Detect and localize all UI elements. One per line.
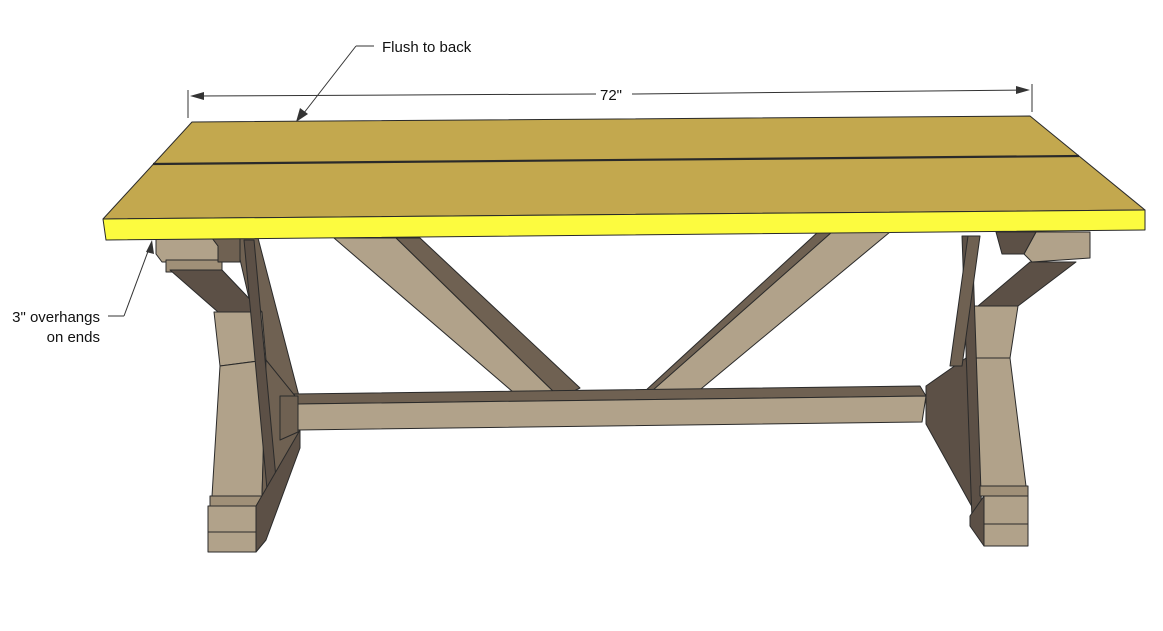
tabletop (102, 115, 1146, 241)
right-foot-cap (979, 485, 1029, 497)
diagonal-braces (333, 231, 891, 399)
flush-leader: Flush to back (296, 39, 472, 122)
left-top-block (155, 237, 219, 263)
right-leg-assembly (925, 231, 1091, 547)
right-upper-leg-dark (977, 261, 1077, 307)
right-diagonal-brace-side (643, 231, 833, 393)
left-foot-cap (209, 495, 263, 507)
dimension-72: 72" (187, 84, 1033, 118)
board-seam (152, 154, 1080, 166)
right-diagonal-brace (643, 231, 891, 399)
tabletop-top-surface (102, 115, 1146, 220)
tabletop-front-edge (102, 209, 1146, 241)
left-foot (207, 505, 257, 553)
right-foot-side (969, 495, 985, 547)
right-diag-strut (949, 235, 981, 367)
left-foot-side (255, 429, 301, 553)
right-top-block-side (995, 231, 1037, 255)
left-leg-assembly (155, 237, 301, 553)
stretcher-end-cap-left (279, 395, 299, 441)
flush-to-back-label: Flush to back (382, 39, 472, 56)
dimension-72-label: 72" (600, 87, 622, 104)
left-diagonal-brace (333, 237, 561, 399)
overhang-leader: 3" overhangs on ends (12, 240, 154, 346)
overhang-label-line1: 3" overhangs (12, 309, 100, 326)
left-diagonal-brace-side (395, 237, 581, 399)
stretcher (279, 385, 927, 441)
right-foot (983, 495, 1029, 547)
overhang-label-line2: on ends (47, 329, 100, 346)
